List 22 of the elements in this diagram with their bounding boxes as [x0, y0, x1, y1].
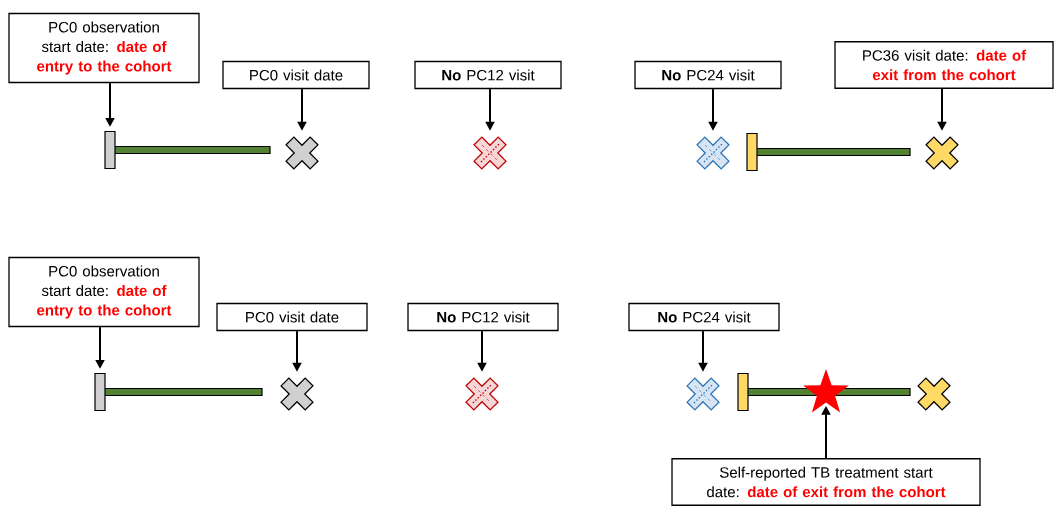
- star-marker: [803, 369, 849, 413]
- text-box: No PC24 visit: [628, 302, 780, 332]
- text-box: Self-reported TB treatment start date: date of exit from the cohort: [671, 458, 981, 506]
- text-box: No PC24 visit: [634, 60, 782, 90]
- cross-marker: [285, 136, 319, 170]
- text-box: PC0 visit date: [216, 302, 368, 332]
- cross-marker: [917, 377, 951, 411]
- cross-marker: [696, 136, 730, 170]
- text-box: No PC12 visit: [407, 302, 559, 332]
- timeline-bar: [104, 130, 271, 170]
- cross-marker: [465, 377, 499, 411]
- text-box: PC0 observation start date: date of entry to the cohort: [8, 256, 200, 328]
- cross-marker: [686, 377, 720, 411]
- timeline-bar: [94, 372, 263, 412]
- cross-marker: [925, 136, 959, 170]
- timeline-bar: [746, 132, 911, 172]
- text-box: PC0 visit date: [222, 60, 370, 90]
- text-box: No PC12 visit: [414, 60, 562, 90]
- cross-marker: [280, 377, 314, 411]
- text-box: PC0 observation start date: date of entry to the cohort: [8, 12, 200, 84]
- cross-marker: [473, 136, 507, 170]
- text-box: PC36 visit date: date of exit from the cohort: [834, 41, 1054, 89]
